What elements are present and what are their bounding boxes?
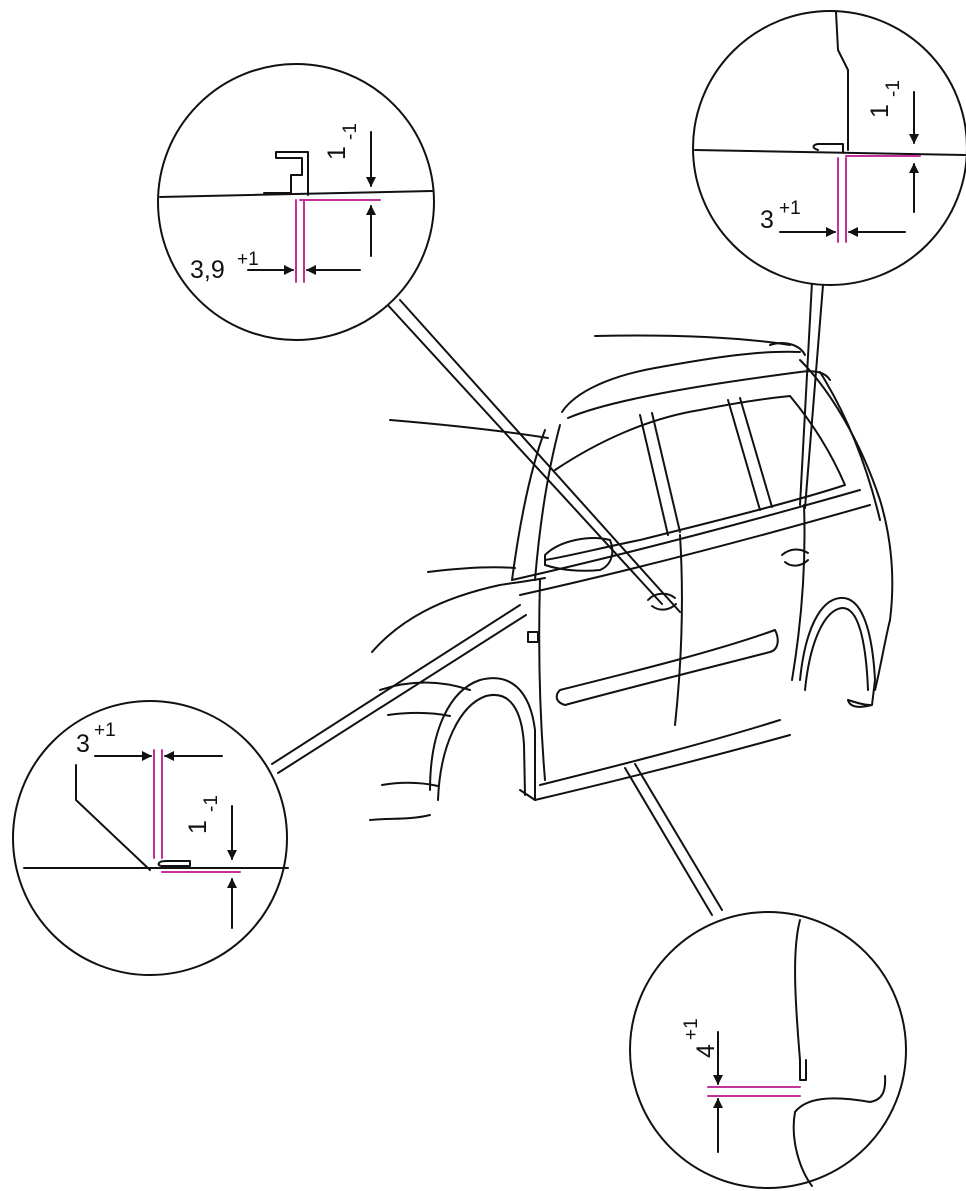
- leader-lines: [271, 281, 824, 916]
- gap-tolerance-label: +1: [779, 198, 801, 219]
- flush-value-label: 1: [323, 146, 351, 160]
- flush-value-label: 1: [184, 820, 212, 834]
- gap-value-label: 3,9: [190, 256, 225, 284]
- callout-lower-right: 4 +1: [629, 911, 907, 1189]
- flush-tolerance-label: -1: [883, 80, 904, 97]
- gap-tolerance-label: +1: [237, 249, 259, 270]
- flush-tolerance-label: -1: [201, 795, 222, 812]
- gap-value-label: 3: [760, 206, 774, 234]
- flush-tolerance-label: +1: [681, 1018, 702, 1040]
- flush-value-label: 4: [692, 1044, 720, 1058]
- gap-value-label: 3: [76, 730, 90, 758]
- car-illustration: [369, 334, 894, 821]
- callout-upper-left: 3,9 +1 1 -1: [157, 63, 435, 341]
- flush-tolerance-label: -1: [340, 123, 361, 140]
- callout-lower-left: 3 +1 1 -1: [12, 700, 289, 976]
- callout-upper-right: 3 +1 1 -1: [692, 10, 966, 286]
- gap-tolerance-label: +1: [94, 720, 116, 741]
- flush-value-label: 1: [866, 104, 894, 118]
